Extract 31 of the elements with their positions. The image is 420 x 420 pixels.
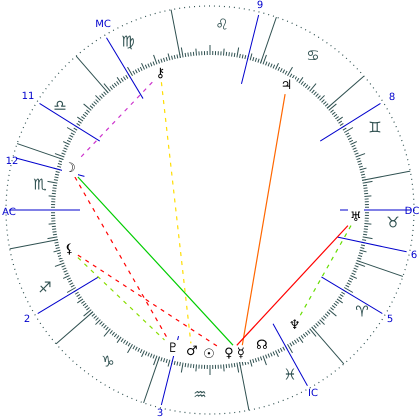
aspect-line: [77, 257, 165, 340]
house-number: 11: [22, 92, 34, 102]
aspect-line: [160, 82, 192, 344]
zodiac-sign-glyph: ♍: [121, 34, 135, 50]
house-number: 8: [388, 93, 396, 103]
house-number: 5: [386, 315, 394, 325]
zodiac-sign-glyph: ♏: [33, 178, 47, 192]
house-number: IC: [308, 389, 318, 399]
zodiac-sign-glyph: ♑: [101, 354, 115, 370]
house-number: AC: [2, 208, 16, 218]
zodiac-sign-glyph: ♈: [355, 304, 369, 320]
aspect-line: [298, 225, 352, 317]
zodiac-sign-glyph: ♓: [283, 368, 297, 382]
planet-glyph: ☽: [62, 160, 78, 177]
aspect-line: [77, 176, 234, 346]
zodiac-sign-glyph: ♐: [38, 280, 52, 296]
zodiac-sign-glyph: ♋: [306, 48, 320, 64]
house-number: 3: [156, 409, 164, 419]
zodiac-sign-glyph: ♒: [193, 388, 207, 402]
zodiac-sign-glyph: ♉: [386, 216, 400, 230]
house-number: 2: [24, 315, 30, 325]
house-number: 9: [256, 1, 264, 11]
zodiac-sign-glyph: ♊: [368, 120, 382, 136]
house-number: DC: [404, 207, 420, 217]
house-number: MC: [95, 20, 111, 30]
zodiac-sign-glyph: ♎: [53, 98, 67, 114]
house-number: 12: [6, 157, 18, 167]
house-number: 6: [410, 251, 418, 261]
zodiac-sign-glyph: ♌: [215, 18, 229, 32]
aspect-line: [236, 225, 348, 346]
aspect-line: [242, 94, 286, 346]
